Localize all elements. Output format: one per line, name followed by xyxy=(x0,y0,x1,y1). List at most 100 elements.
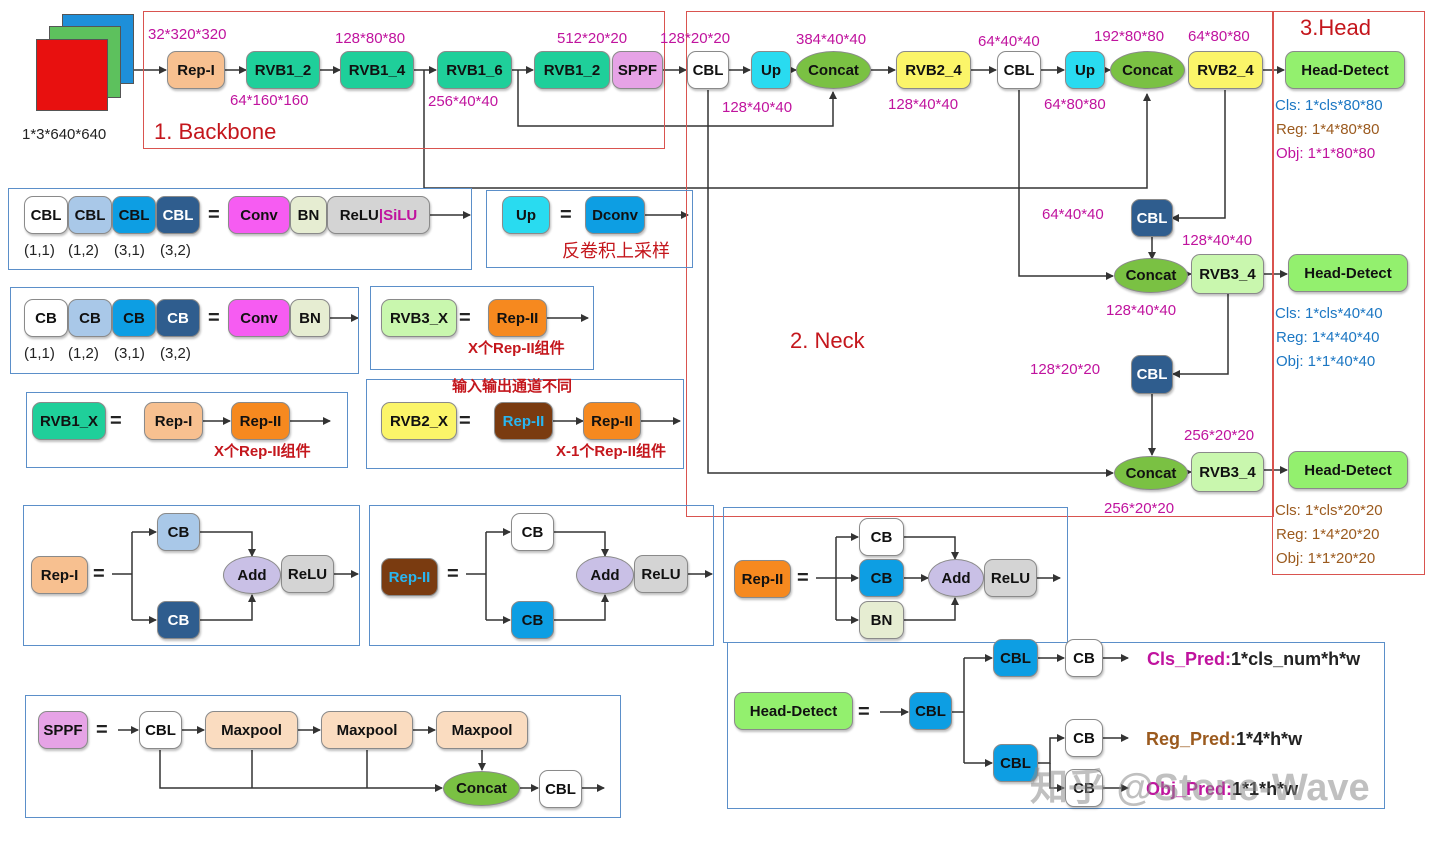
neck-cbl-4: CBL xyxy=(1131,355,1173,394)
dim-256-20-b: 256*20*20 xyxy=(1104,500,1175,517)
reg-pred-name: Reg_Pred: xyxy=(1146,729,1237,749)
backbone-rvb1-2: RVB1_2 xyxy=(246,51,320,89)
legend-up-eq: = xyxy=(560,204,572,226)
legend-cbl-p31: (3,1) xyxy=(114,242,145,259)
legend-rep-ii-brown-add: Add xyxy=(576,556,634,594)
obj-pred-value: 1*1*h*w xyxy=(1232,779,1299,799)
legend-rvb2-frame xyxy=(366,379,684,469)
legend-rep-ii-brown-cb-top: CB xyxy=(511,513,554,551)
neck-rvb2-4-b: RVB2_4 xyxy=(1188,51,1263,89)
dim-128-80-backbone: 128*80*80 xyxy=(335,30,406,47)
legend-rep-ii-eq: = xyxy=(797,567,809,589)
legend-rep-ii-cb-mid: CB xyxy=(859,559,904,597)
neck-frame xyxy=(686,11,1274,517)
legend-cbl-eq: = xyxy=(208,204,220,226)
legend-head-cb-obj: CB xyxy=(1065,769,1103,807)
head-cls-40: Cls: 1*cls*40*40 xyxy=(1275,305,1383,322)
neck-up-2: Up xyxy=(1065,51,1105,89)
legend-rep-ii-brown-relu: ReLU xyxy=(634,555,688,593)
neck-up-1: Up xyxy=(751,51,791,89)
backbone-sppf: SPPF xyxy=(612,51,663,89)
dim-512-20: 512*20*20 xyxy=(557,30,628,47)
neck-cbl-2: CBL xyxy=(997,51,1041,89)
legend-up: Up xyxy=(502,196,550,234)
legend-rvb1-frame xyxy=(26,392,348,468)
dim-128-20-top: 128*20*20 xyxy=(660,30,731,47)
input-shape-label: 1*3*640*640 xyxy=(22,126,107,143)
head-cls-20: Cls: 1*cls*20*20 xyxy=(1275,502,1383,519)
legend-sppf-maxpool-1: Maxpool xyxy=(205,711,298,749)
dim-64-80: 64*80*80 xyxy=(1044,96,1106,113)
legend-cb-conv: Conv xyxy=(228,299,290,337)
dim-256-20-a: 256*20*20 xyxy=(1184,427,1255,444)
legend-rep-ii-bn: BN xyxy=(859,601,904,639)
legend-sppf-cbl-out: CBL xyxy=(539,770,582,808)
legend-sppf-maxpool-2: Maxpool xyxy=(321,711,413,749)
legend-rvb3-rep-ii: Rep-II xyxy=(488,299,547,337)
legend-rvb1-note: X个Rep-II组件 xyxy=(214,443,311,460)
neck-cbl-3: CBL xyxy=(1131,199,1173,237)
legend-rep-ii-add: Add xyxy=(928,559,984,597)
legend-rvb3-note: X个Rep-II组件 xyxy=(468,340,565,357)
legend-up-frame xyxy=(486,190,693,268)
legend-dconv: Dconv xyxy=(585,196,645,234)
legend-rep-i-add: Add xyxy=(223,556,281,594)
legend-rep-ii-brown: Rep-II xyxy=(381,558,438,596)
dim-128-40-d: 128*40*40 xyxy=(1106,302,1177,319)
neck-concat-1: Concat xyxy=(796,51,871,89)
legend-head-detect: Head-Detect xyxy=(734,692,853,730)
neck-rvb2-4-a: RVB2_4 xyxy=(896,51,971,89)
backbone-rep-i: Rep-I xyxy=(167,51,225,89)
legend-cbl-conv: Conv xyxy=(228,196,290,234)
legend-cbl-31: CBL xyxy=(112,196,156,234)
cls-pred-name: Cls_Pred: xyxy=(1147,649,1232,669)
legend-separator: | xyxy=(378,206,384,224)
backbone-title: 1. Backbone xyxy=(154,119,277,144)
dim-128-40-b: 128*40*40 xyxy=(888,96,959,113)
legend-rvb2-x: RVB2_X xyxy=(381,402,457,440)
legend-cls-pred: Cls_Pred:1*cls_num*h*w xyxy=(1147,649,1360,669)
legend-sppf-maxpool-3: Maxpool xyxy=(436,711,528,749)
legend-rep-ii-brown-eq: = xyxy=(447,563,459,585)
legend-reg-pred: Reg_Pred:1*4*h*w xyxy=(1146,729,1302,749)
neck-concat-2: Concat xyxy=(1110,51,1185,89)
backbone-rvb1-6: RVB1_6 xyxy=(437,51,512,89)
legend-deconv-note: 反卷积上采样 xyxy=(562,241,670,261)
legend-rep-i-eq: = xyxy=(93,563,105,585)
legend-cb-11: CB xyxy=(24,299,68,337)
cls-pred-value: 1*cls_num*h*w xyxy=(1231,649,1361,669)
legend-rep-ii-brown-frame xyxy=(369,505,714,646)
legend-cbl-frame xyxy=(8,188,472,270)
legend-head-cb-cls: CB xyxy=(1065,639,1103,677)
legend-rep-ii-brown-cb-bottom: CB xyxy=(511,601,554,639)
neck-title: 2. Neck xyxy=(790,328,865,353)
dim-128-20-b: 128*20*20 xyxy=(1030,361,1101,378)
legend-sppf: SPPF xyxy=(38,711,88,749)
legend-cb-frame xyxy=(10,287,359,374)
legend-head-cbl-bottom: CBL xyxy=(993,744,1038,782)
legend-rvb3-eq: = xyxy=(459,307,471,329)
head-obj-40: Obj: 1*1*40*40 xyxy=(1276,353,1376,370)
legend-cb-p32: (3,2) xyxy=(160,345,191,362)
backbone-rvb1-2b: RVB1_2 xyxy=(534,51,610,89)
legend-cbl-p32: (3,2) xyxy=(160,242,191,259)
dim-64-80-b: 64*80*80 xyxy=(1188,28,1250,45)
head-frame xyxy=(1272,11,1425,575)
legend-rep-i-cb-bottom: CB xyxy=(157,601,200,639)
legend-rep-i-cb-top: CB xyxy=(157,513,200,551)
watermark: 知乎 @Stone-Wave xyxy=(1030,767,1370,809)
legend-rvb2-rep-ii: Rep-II xyxy=(583,402,641,440)
legend-rvb2-note: X-1个Rep-II组件 xyxy=(556,443,667,460)
dim-256-40: 256*40*40 xyxy=(428,93,499,110)
legend-head-cbl-top: CBL xyxy=(993,639,1038,677)
head-reg-80: Reg: 1*4*80*80 xyxy=(1276,121,1380,138)
neck-rvb3-4-b: RVB3_4 xyxy=(1191,452,1264,492)
legend-rvb3-x: RVB3_X xyxy=(381,299,457,337)
head-detect-80: Head-Detect xyxy=(1285,51,1405,89)
legend-rep-i-frame xyxy=(23,505,360,646)
head-obj-80: Obj: 1*1*80*80 xyxy=(1276,145,1376,162)
backbone-rvb1-4: RVB1_4 xyxy=(340,51,414,89)
neck-rvb3-4-a: RVB3_4 xyxy=(1191,254,1264,294)
dim-64-160: 64*160*160 xyxy=(230,92,309,109)
legend-cbl-p12: (1,2) xyxy=(68,242,99,259)
